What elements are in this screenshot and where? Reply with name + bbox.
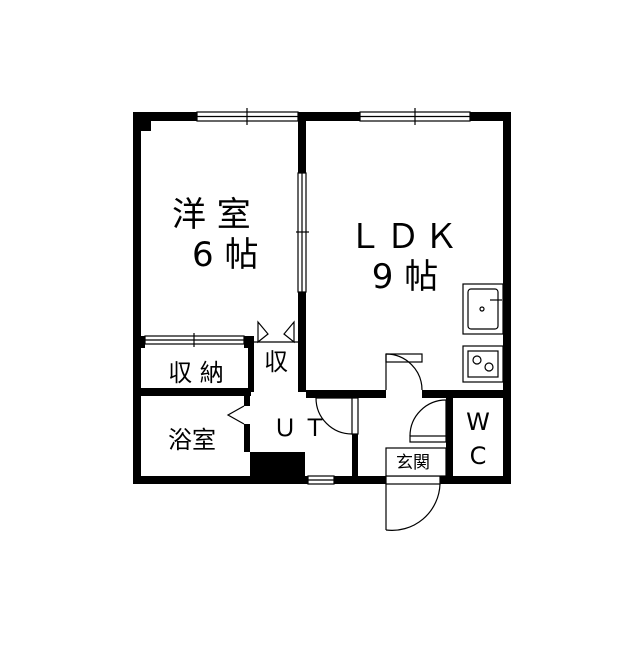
entrance-step bbox=[385, 447, 447, 477]
closet-sliding-door bbox=[144, 333, 245, 347]
closet-name: 収 納 bbox=[168, 359, 224, 387]
kitchen-sink-icon bbox=[462, 283, 504, 335]
windows bbox=[196, 108, 471, 485]
entrance-name: 玄関 bbox=[396, 453, 430, 473]
small-storage-name: 収 bbox=[264, 348, 288, 376]
doors bbox=[226, 353, 447, 531]
ldk-name: ＬＤＫ bbox=[348, 217, 462, 257]
exterior-walls bbox=[133, 112, 511, 484]
storage-bifold-door bbox=[254, 320, 298, 344]
room-labels: 洋 室 6 帖 ＬＤＫ 9 帖 収 納 収 浴室 ＵＴ 玄関 W C bbox=[168, 195, 490, 473]
bathroom-name: 浴室 bbox=[168, 426, 216, 454]
interior-walls bbox=[141, 121, 503, 484]
western-room-name: 洋 室 bbox=[172, 195, 251, 235]
western-room-size: 6 帖 bbox=[192, 235, 258, 275]
toilet-name-line1: W bbox=[466, 408, 490, 436]
ldk-size: 9 帖 bbox=[372, 257, 438, 297]
sliding-door-western-ldk bbox=[296, 172, 309, 293]
toilet-name-line2: C bbox=[470, 442, 487, 470]
utility-name: ＵＴ bbox=[273, 414, 333, 442]
stove-icon bbox=[462, 345, 504, 383]
